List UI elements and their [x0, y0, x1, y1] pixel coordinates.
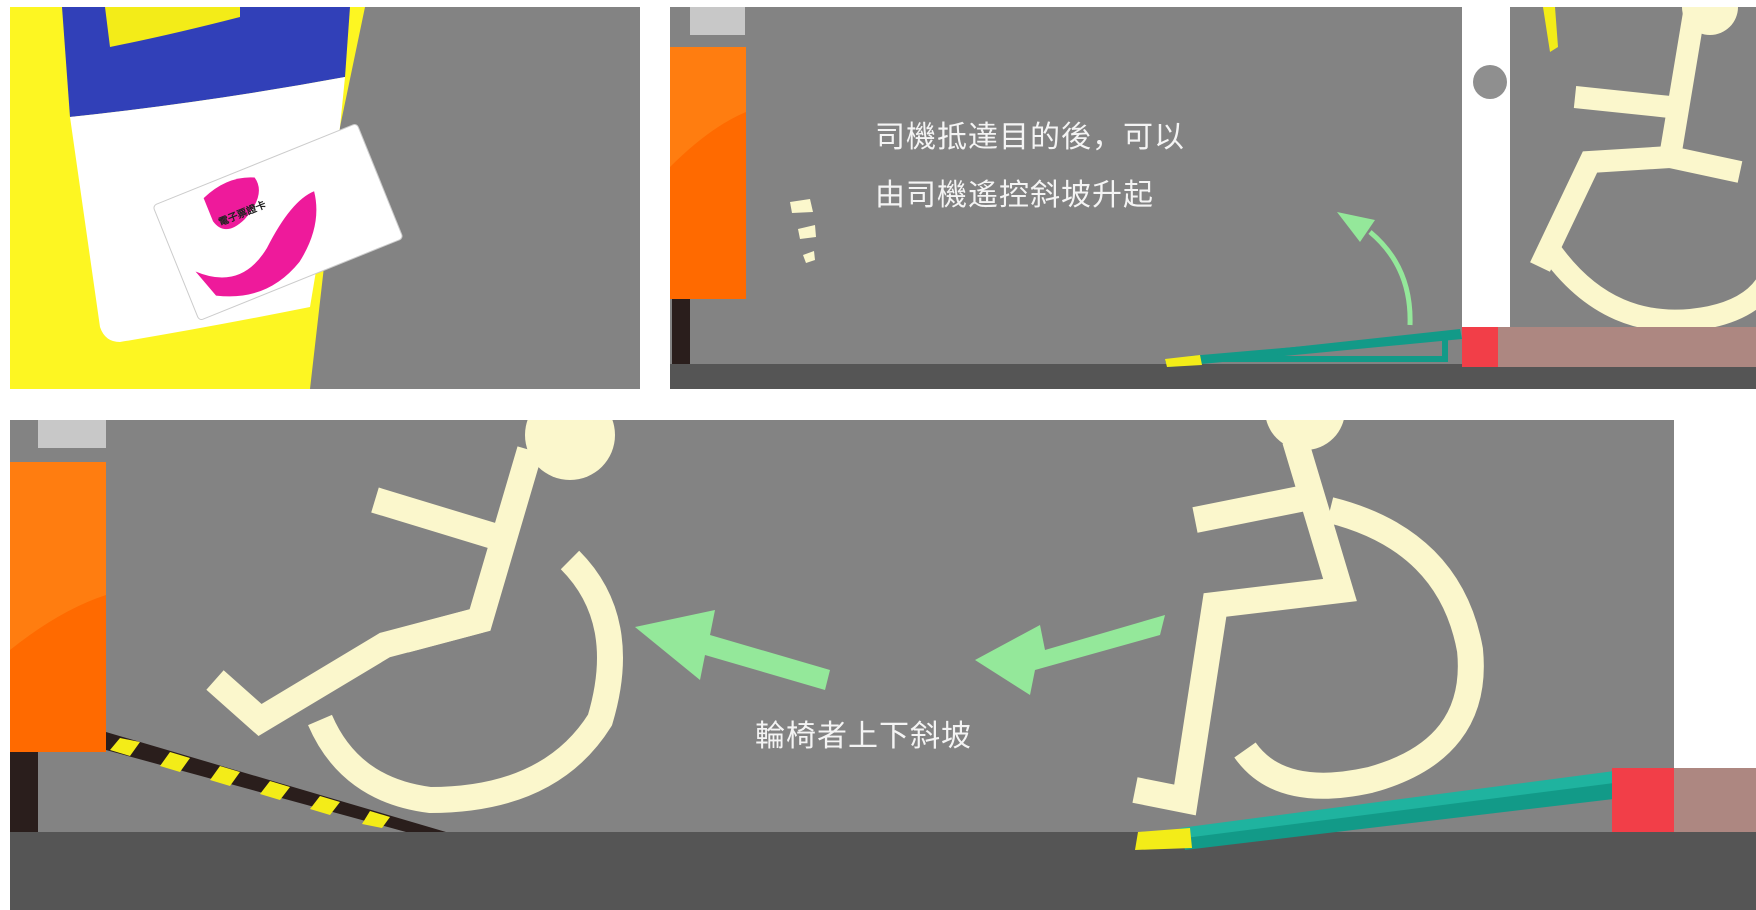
door-top-cap — [38, 420, 106, 448]
wheelchair-boarding-caption: 輪椅者上下斜坡 — [755, 719, 972, 754]
wheelchair-icon — [206, 420, 623, 814]
floor — [670, 364, 1756, 389]
transit-card-icon: 電子票證卡 — [153, 124, 403, 320]
door-top-cap — [690, 7, 745, 35]
ramp-raise-panel: 司機抵達目的後，可以 由司機遙控斜坡升起 — [670, 7, 1756, 389]
reader-band-notch — [105, 7, 240, 47]
bus-step — [1498, 327, 1756, 367]
wheelchair-boarding-panel: 輪椅者上下斜坡 — [10, 420, 1756, 910]
curved-arrow-up-icon — [1337, 212, 1413, 326]
hazard-ramp-icon — [106, 732, 446, 832]
bus-step-red — [1462, 327, 1498, 367]
ramp-raise-illustration — [670, 7, 1756, 389]
card-reader-illustration: 電子票證卡 — [10, 7, 403, 389]
bus-step-red — [1612, 768, 1674, 832]
ramp-raise-caption-line-2: 由司機遙控斜坡升起 — [875, 178, 1154, 213]
door-post — [672, 299, 690, 367]
card-scan-panel: 電子票證卡 — [10, 7, 640, 389]
wheelchair-icon — [1530, 7, 1756, 332]
arrow-left-icon — [635, 610, 1165, 695]
ramp-icon — [1135, 770, 1622, 850]
door-post — [10, 752, 38, 832]
ramp-icon — [1165, 329, 1462, 367]
floor — [10, 832, 1756, 910]
ramp-raise-caption-line-1: 司機抵達目的後，可以 — [875, 120, 1185, 155]
bus-step — [1674, 768, 1756, 832]
motion-marks-icon — [790, 199, 816, 263]
wheelchair-boarding-illustration — [10, 420, 1756, 910]
wheelchair-icon — [1132, 420, 1484, 816]
